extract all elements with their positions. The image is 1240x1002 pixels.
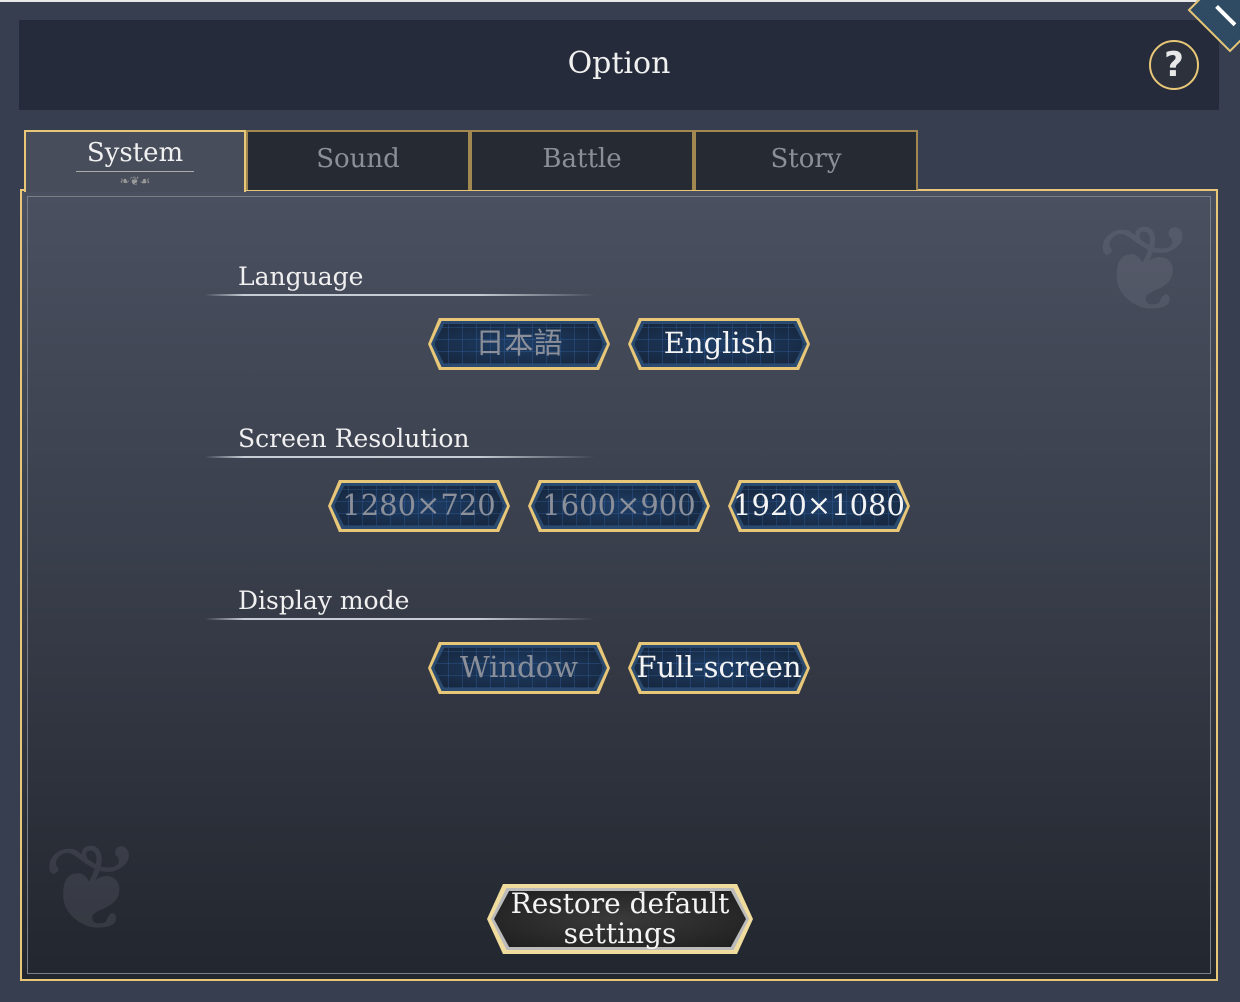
tab-underline — [76, 171, 194, 172]
floral-ornament-icon: ❦ — [42, 820, 143, 959]
tab-label: System — [86, 138, 184, 168]
resolution-1280-button[interactable]: 1280×720 — [328, 480, 510, 532]
button-label: 1920×1080 — [733, 488, 905, 522]
button-label: 1280×720 — [342, 488, 496, 522]
divider — [205, 456, 595, 458]
tab-label: Story — [770, 144, 842, 174]
page-title: Option — [567, 46, 671, 81]
header-bar: Option ? — [19, 20, 1219, 110]
language-label: Language — [238, 262, 364, 291]
button-label: Restore default — [510, 887, 730, 920]
top-edge — [0, 0, 1240, 2]
button-label: English — [663, 326, 775, 360]
button-label: 日本語 — [475, 326, 563, 360]
fullscreen-button[interactable]: Full-screen — [628, 642, 810, 694]
tab-sound[interactable]: Sound — [246, 130, 470, 190]
button-label: settings — [563, 917, 677, 950]
divider — [205, 618, 595, 620]
resolution-label: Screen Resolution — [238, 424, 470, 453]
tab-battle[interactable]: Battle — [470, 130, 694, 190]
resolution-1920-button[interactable]: 1920×1080 — [728, 480, 910, 532]
ornament-icon: ❧❦☙ — [119, 174, 151, 188]
tab-label: Battle — [542, 144, 622, 174]
resolution-1600-button[interactable]: 1600×900 — [528, 480, 710, 532]
tab-story[interactable]: Story — [694, 130, 918, 190]
japanese-button[interactable]: 日本語 — [428, 318, 610, 370]
divider — [205, 294, 595, 296]
tab-label: Sound — [316, 144, 400, 174]
english-button[interactable]: English — [628, 318, 810, 370]
display-mode-label: Display mode — [238, 586, 410, 615]
window-button[interactable]: Window — [428, 642, 610, 694]
button-label: 1600×900 — [542, 488, 696, 522]
help-button[interactable]: ? — [1149, 40, 1199, 90]
tab-system[interactable]: System ❧❦☙ — [24, 130, 246, 192]
question-icon: ? — [1164, 45, 1184, 85]
button-label: Window — [459, 650, 579, 684]
button-label: Full-screen — [636, 650, 802, 684]
floral-ornament-icon: ❦ — [1095, 201, 1196, 340]
settings-panel: ❦ ❦ — [20, 189, 1218, 981]
